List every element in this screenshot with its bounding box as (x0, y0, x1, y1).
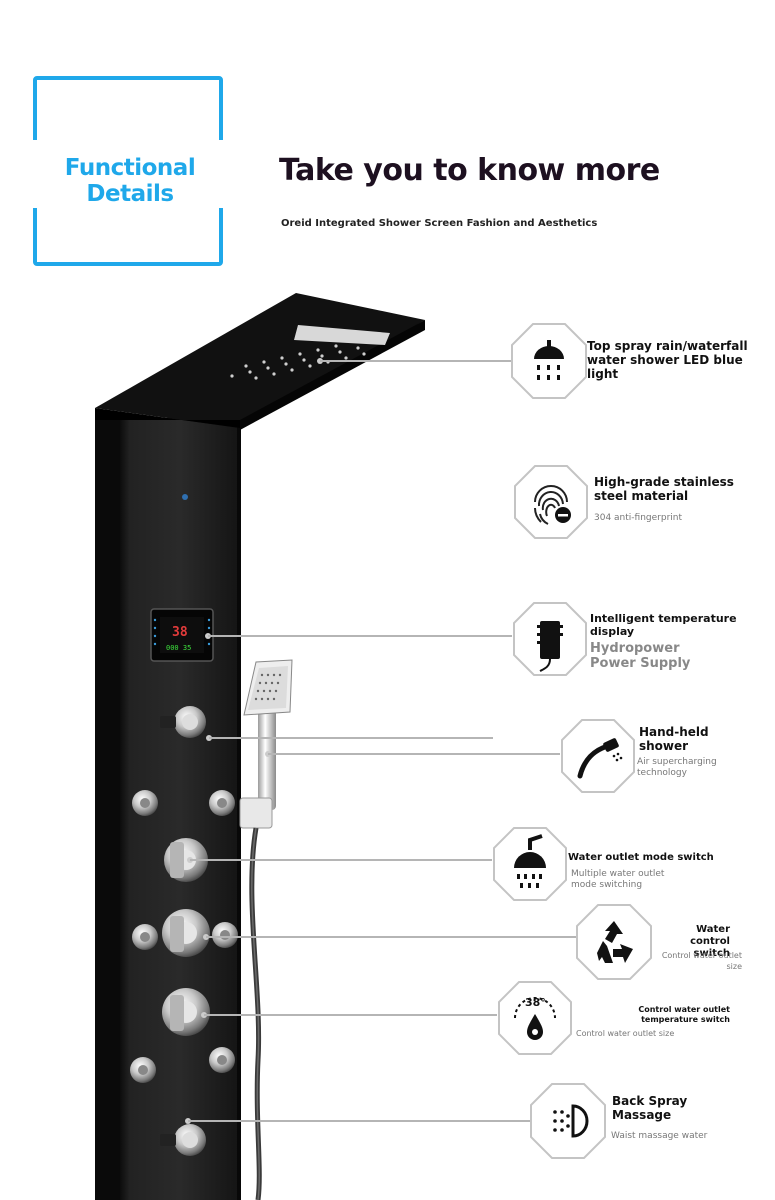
feature-title-stainless-steel: High-grade stainless steel material (594, 475, 734, 503)
feature-title-water-control: Water control switch (690, 924, 730, 959)
feature-title-back-spray: Back Spray Massage (612, 1094, 688, 1122)
connector-lines (185, 358, 576, 1124)
led-indicator (182, 494, 188, 500)
feature-title-temp-display: Intelligent temperature display (590, 612, 737, 638)
subheading: Oreid Integrated Shower Screen Fashion a… (281, 218, 598, 229)
section-title: Functional Details (64, 155, 196, 207)
display-temperature: 38 (172, 625, 188, 640)
bracket-gap (20, 140, 240, 208)
feature-title-outlet-mode: Water outlet mode switch (568, 852, 714, 863)
feature-subtitle-hydropower: Hydropower Power Supply (590, 641, 691, 671)
rain-nozzles (230, 344, 366, 380)
shower-head-icon (493, 827, 567, 901)
temperature-display: 38 000 35 (150, 608, 214, 662)
feature-subtitle-outlet-mode: Multiple water outlet mode switching (571, 869, 665, 890)
hydropower-generator-icon (513, 602, 587, 676)
hand-shower (239, 659, 293, 1200)
rain-head (95, 293, 425, 430)
feature-subtitle-air-supercharging: Air supercharging technology (637, 757, 717, 778)
rain-shower-icon (511, 323, 587, 399)
feature-subtitle-temp-switch: Control water outlet size (576, 1029, 675, 1038)
feature-title-top-spray: Top spray rain/waterfall water shower LE… (587, 339, 748, 381)
feature-title-hand-held: Hand-held shower (639, 725, 709, 753)
fingerprint-icon (514, 465, 588, 539)
back-spray-icon (530, 1083, 606, 1159)
main-heading: Take you to know more (279, 153, 660, 188)
panel-controls (130, 706, 238, 1156)
handheld-shower-icon (561, 719, 635, 793)
temperature-drop-icon: 38° (498, 981, 572, 1055)
feature-subtitle-stainless-steel: 304 anti-fingerprint (594, 513, 683, 523)
feature-subtitle-water-control: Control water outlet size (661, 951, 742, 971)
feature-title-temp-switch: Control water outlet temperature switch (638, 1005, 730, 1024)
recycle-icon (576, 904, 652, 980)
display-secondary: 000 35 (166, 644, 191, 652)
feature-subtitle-back-spray: Waist massage water (611, 1131, 708, 1141)
